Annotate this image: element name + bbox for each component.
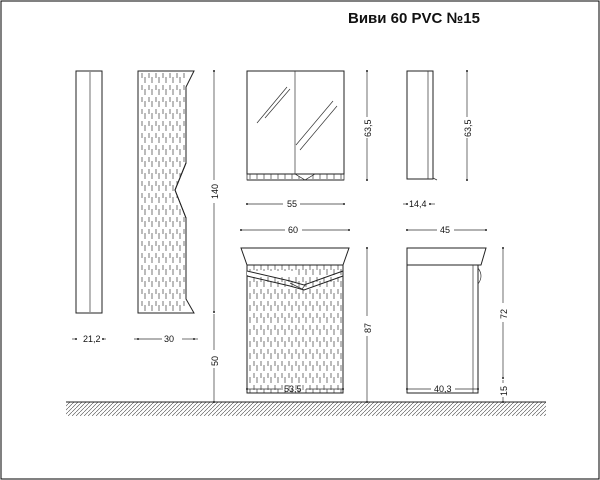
dim-label-mirror-height: 63,5 [363,119,373,137]
dim-label-pencil-height: 140 [210,184,220,199]
dimension-vanity-top-width: 60 [240,225,350,235]
dimension-mirror-side-depth: 14,4 [403,199,435,209]
dimension-vanity-side-top-depth: 45 [406,225,487,235]
dim-label-vanity-top-width: 60 [288,225,298,235]
pencil-case-side-view [75,70,103,314]
dimension-pencil-height: 140 [210,70,220,313]
dim-label-vanity-body-width: 53,5 [284,384,302,394]
dimension-mirror-side-height: 63,5 [463,70,473,181]
pencil-case-front-view [137,70,195,314]
dim-label-vanity-side-body-depth: 40,3 [434,384,452,394]
dimension-pencil-depth: 30 [134,334,198,344]
dimension-pencil-width: 21,2 [72,334,106,344]
vanity-front-view [240,247,350,394]
mirror-cabinet-front-view [246,70,345,181]
dim-label-vanity-side-top-depth: 45 [440,225,450,235]
dimension-vanity-side-height: 72 [499,247,509,379]
page-title: Виви 60 PVC №15 [348,10,480,27]
dimension-vanity-height: 87 [363,247,373,403]
dim-label-mirror-width: 55 [287,199,297,209]
dim-label-vanity-leg-height: 15 [499,386,509,396]
dimension-pencil-floor-gap: 50 [210,314,220,403]
dim-label-pencil-floor-gap: 50 [210,356,220,366]
dim-label-mirror-side-height: 63,5 [463,119,473,137]
dimension-mirror-width: 55 [246,199,345,209]
dim-label-pencil-depth: 30 [164,334,174,344]
mirror-cabinet-side-view [406,70,438,181]
vanity-side-view [406,247,487,394]
dimension-vanity-side-body-depth: 40,3 [406,384,479,394]
floor [66,401,546,416]
dim-label-vanity-height: 87 [363,323,373,333]
dimension-vanity-leg-height: 15 [499,380,509,403]
dimension-vanity-body-width: 53,5 [246,384,344,394]
dim-label-mirror-side-depth: 14,4 [409,199,427,209]
dim-label-vanity-side-height: 72 [499,309,509,319]
dim-label-pencil-width: 21,2 [83,334,101,344]
dimension-mirror-height: 63,5 [363,70,373,181]
